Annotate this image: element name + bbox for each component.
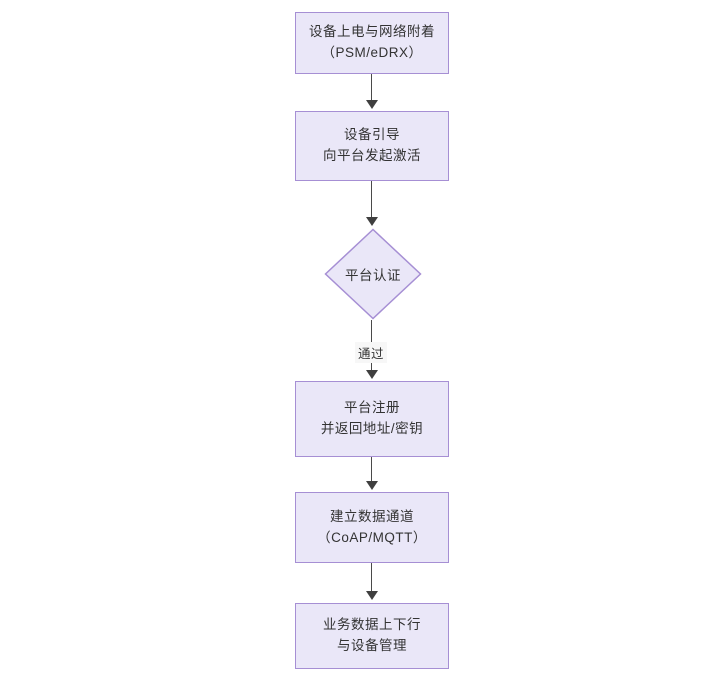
node-register-line2: 并返回地址/密钥 (320, 421, 424, 436)
node-platform-registration[interactable]: 平台注册 并返回地址/密钥 (295, 381, 449, 457)
node-channel-line2: （CoAP/MQTT） (317, 529, 427, 545)
node-business-data-management[interactable]: 业务数据上下行 与设备管理 (295, 603, 449, 669)
arrowhead-boot-to-auth-icon (365, 217, 378, 226)
connector-boot-to-auth (371, 181, 373, 219)
arrowhead-power-to-boot-icon (365, 100, 378, 109)
node-register-line1: 平台注册 (344, 400, 400, 416)
node-channel-line1: 建立数据通道 (330, 508, 414, 524)
node-power-line2: （PSM/eDRX） (321, 45, 423, 60)
node-device-bootstrap[interactable]: 设备引导 向平台发起激活 (295, 111, 449, 181)
node-auth-label: 平台认证 (345, 268, 401, 283)
node-business-line1: 业务数据上下行 (323, 617, 421, 633)
node-power-line1: 设备上电与网络附着 (309, 24, 435, 40)
node-boot-line2: 向平台发起激活 (323, 148, 421, 163)
node-device-power-on[interactable]: 设备上电与网络附着 （PSM/eDRX） (295, 12, 449, 74)
node-data-channel-setup[interactable]: 建立数据通道 （CoAP/MQTT） (295, 492, 449, 563)
node-boot-line1: 设备引导 (344, 127, 400, 143)
node-platform-auth-decision[interactable]: 平台认证 (324, 228, 422, 320)
edge-label-pass: 通过 (355, 342, 388, 363)
diamond-shape-icon (324, 228, 422, 320)
connector-channel-to-business (371, 563, 373, 593)
connector-power-to-boot (371, 74, 373, 102)
connector-register-to-channel (371, 457, 373, 481)
arrowhead-channel-to-business-icon (365, 591, 378, 600)
node-business-line2: 与设备管理 (337, 638, 407, 653)
arrowhead-auth-to-register-icon (365, 370, 378, 379)
arrowhead-register-to-channel-icon (365, 481, 378, 490)
